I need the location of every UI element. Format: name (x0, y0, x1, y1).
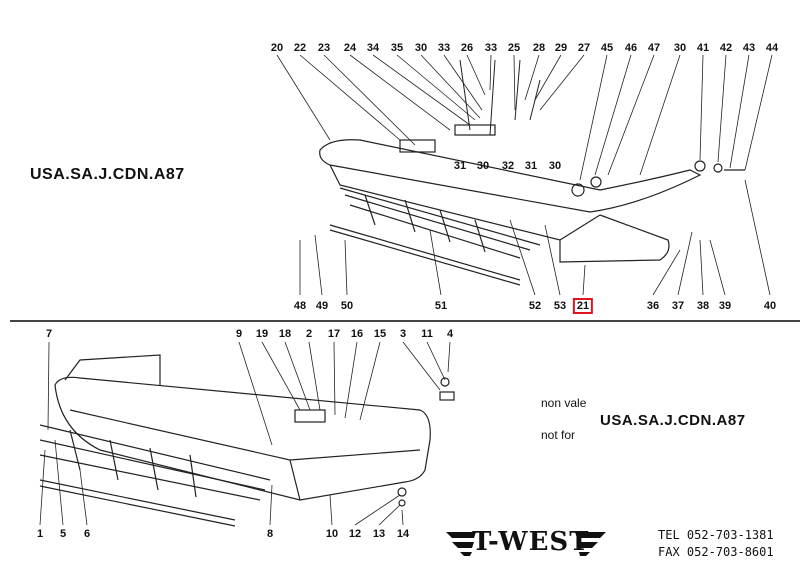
part-label[interactable]: 6 (83, 528, 91, 540)
part-label[interactable]: 42 (719, 42, 733, 54)
bottom-bumper-assembly (39, 354, 455, 527)
part-label[interactable]: 31 (453, 160, 467, 172)
part-label[interactable]: 11 (421, 328, 433, 340)
t-west-logo: T-WEST (436, 525, 606, 559)
part-label[interactable]: 49 (315, 300, 329, 312)
part-label[interactable]: 25 (507, 42, 521, 54)
part-label[interactable]: 5 (59, 528, 67, 540)
note-not-for: not for (541, 428, 576, 442)
part-label[interactable]: 33 (437, 42, 451, 54)
note-non-vale: non vale (541, 396, 587, 410)
part-label[interactable]: 30 (476, 160, 490, 172)
part-label[interactable]: 29 (554, 42, 568, 54)
part-label[interactable]: 15 (373, 328, 387, 340)
part-label[interactable]: 8 (266, 528, 274, 540)
part-label[interactable]: 16 (350, 328, 364, 340)
leader-lines (276, 54, 773, 296)
part-label[interactable]: 40 (763, 300, 777, 312)
part-label[interactable]: 38 (696, 300, 710, 312)
part-label[interactable]: 47 (647, 42, 661, 54)
fax-number: FAX 052-703-8601 (658, 545, 774, 559)
part-label[interactable]: 37 (671, 300, 685, 312)
part-label[interactable]: 53 (553, 300, 567, 312)
part-label[interactable]: 27 (577, 42, 591, 54)
part-label[interactable]: 46 (624, 42, 638, 54)
part-label[interactable]: 18 (278, 328, 292, 340)
part-label[interactable]: 22 (293, 42, 307, 54)
part-label[interactable]: 13 (372, 528, 386, 540)
part-label[interactable]: 36 (646, 300, 660, 312)
part-label[interactable]: 34 (366, 42, 380, 54)
part-label[interactable]: 44 (765, 42, 779, 54)
part-label[interactable]: 30 (673, 42, 687, 54)
part-label[interactable]: 31 (524, 160, 538, 172)
part-label[interactable]: 14 (396, 528, 410, 540)
part-label[interactable]: 48 (293, 300, 307, 312)
part-label[interactable]: 19 (255, 328, 269, 340)
part-label[interactable]: 20 (270, 42, 284, 54)
part-label[interactable]: 17 (327, 328, 341, 340)
part-label[interactable]: 2 (305, 328, 313, 340)
part-label[interactable]: 52 (528, 300, 542, 312)
part-label[interactable]: 39 (718, 300, 732, 312)
logo-text: T-WEST (472, 527, 590, 557)
tel-number: TEL 052-703-1381 (658, 528, 774, 542)
part-label[interactable]: 3 (399, 328, 407, 340)
part-label[interactable]: 43 (742, 42, 756, 54)
part-label[interactable]: 30 (548, 160, 562, 172)
part-label[interactable]: 35 (390, 42, 404, 54)
part-label[interactable]: 51 (434, 300, 448, 312)
market-label-bottom: USA.SA.J.CDN.A87 (600, 412, 746, 429)
part-label[interactable]: 32 (501, 160, 515, 172)
part-label[interactable]: 45 (600, 42, 614, 54)
t-west-logo-wings (446, 532, 606, 556)
part-label[interactable]: 23 (317, 42, 331, 54)
part-label[interactable]: 50 (340, 300, 354, 312)
part-label[interactable]: 28 (532, 42, 546, 54)
part-label[interactable]: 10 (325, 528, 339, 540)
part-label[interactable]: 24 (343, 42, 357, 54)
top-bumper-assembly (319, 59, 745, 286)
part-label[interactable]: 9 (235, 328, 243, 340)
part-label-highlighted[interactable]: 21 (572, 298, 594, 314)
part-label[interactable]: 4 (446, 328, 454, 340)
part-label[interactable]: 30 (414, 42, 428, 54)
market-label-top: USA.SA.J.CDN.A87 (30, 166, 185, 183)
part-label[interactable]: 1 (36, 528, 44, 540)
part-label[interactable]: 26 (460, 42, 474, 54)
part-label[interactable]: 33 (484, 42, 498, 54)
part-label[interactable]: 7 (45, 328, 53, 340)
part-label[interactable]: 41 (696, 42, 710, 54)
part-label[interactable]: 12 (348, 528, 362, 540)
